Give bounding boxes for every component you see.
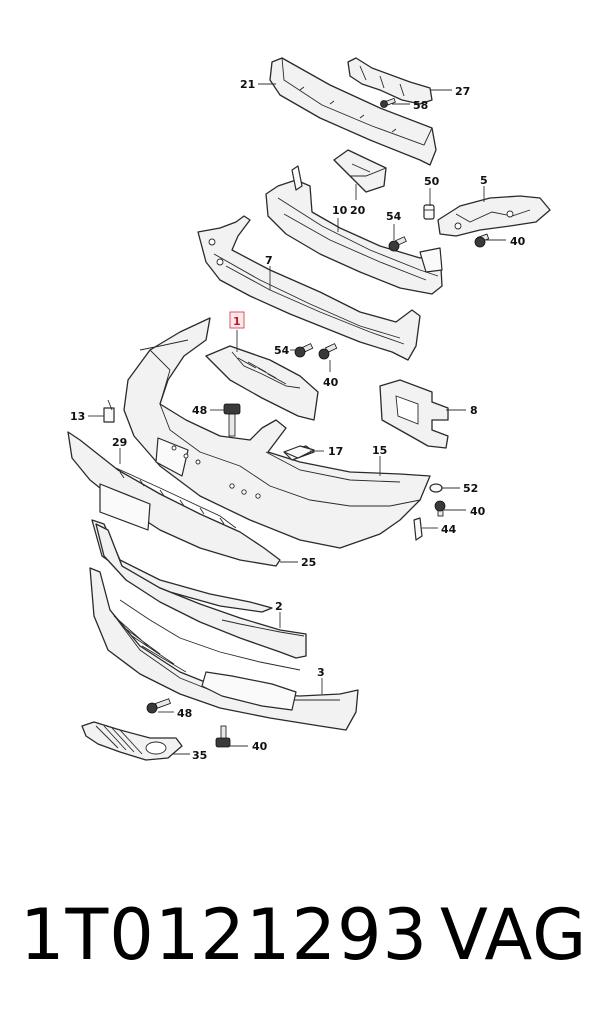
callout-15: 15 — [372, 444, 387, 457]
callout-40c: 40 — [470, 505, 486, 518]
part-10-carrier — [265, 165, 443, 295]
callout-40d: 40 — [252, 740, 268, 753]
callout-58: 58 — [413, 99, 428, 112]
callout-10: 10 — [332, 204, 348, 217]
callout-40a: 40 — [510, 235, 526, 248]
callout-7: 7 — [265, 254, 273, 267]
callout-27: 27 — [455, 85, 470, 98]
callout-52: 52 — [463, 482, 478, 495]
part-20-clip — [333, 149, 387, 193]
callout-5: 5 — [480, 174, 488, 187]
callout-20: 20 — [350, 204, 366, 217]
part-35-fog-grille — [81, 721, 183, 761]
callout-48a: 48 — [192, 404, 207, 417]
callout-54a: 54 — [386, 210, 402, 223]
part-15-bumper-cover — [123, 317, 431, 549]
part-52-washer — [429, 483, 443, 493]
callout-48b: 48 — [177, 707, 192, 720]
callout-2: 2 — [275, 600, 283, 613]
callout-1-box — [229, 311, 245, 329]
callout-35: 35 — [192, 749, 207, 762]
callout-50: 50 — [424, 175, 440, 188]
part-50-clip — [423, 204, 435, 220]
callout-labels: 21 27 58 20 50 5 10 54 40 7 1 54 40 48 8… — [70, 78, 526, 762]
callout-44: 44 — [441, 523, 457, 536]
part-number-text: 1T0121293 — [20, 894, 429, 976]
callout-54b: 54 — [274, 344, 290, 357]
callout-25: 25 — [301, 556, 316, 569]
part-27-bracket — [347, 57, 433, 105]
part-58-bolt — [380, 97, 396, 108]
leader-lines — [88, 83, 506, 755]
part-13-clip — [103, 399, 115, 423]
callout-40b: 40 — [323, 376, 339, 389]
part-5-side-bracket — [437, 195, 551, 237]
part-54-bolt-a — [388, 236, 407, 252]
part-48-bolt-b — [146, 698, 171, 714]
part-40-bolt-b — [318, 343, 338, 360]
callout-17: 17 — [328, 445, 343, 458]
callout-3: 3 — [317, 666, 325, 679]
callout-21: 21 — [240, 78, 255, 91]
part-1-grille — [205, 345, 319, 421]
part-21-upper-absorber — [269, 57, 437, 166]
part-2-lower-strip — [95, 523, 307, 659]
callout-1: 1 — [233, 315, 241, 328]
exploded-parts-diagram: 21 27 58 20 50 5 10 54 40 7 1 54 40 48 8… — [67, 57, 551, 762]
callout-13: 13 — [70, 410, 85, 423]
callout-29: 29 — [112, 436, 127, 449]
footer-caption: 1T0121293 VAG — [0, 880, 600, 990]
part-40-bolt-d — [215, 725, 231, 748]
part-40-bolt-a — [474, 233, 490, 248]
brand-text: VAG — [440, 894, 588, 976]
part-29-lower-trim — [67, 431, 281, 567]
callout-8: 8 — [470, 404, 478, 417]
part-17-cap — [283, 445, 315, 459]
part-48-bolt-a — [223, 403, 241, 437]
part-54-bolt-b — [294, 343, 314, 358]
part-7-impact-beam — [197, 215, 421, 361]
part-3-lower-grille — [89, 567, 359, 731]
part-8-bracket — [379, 379, 449, 449]
part-44-bracket — [413, 517, 423, 541]
part-40-bolt-c — [434, 500, 446, 517]
